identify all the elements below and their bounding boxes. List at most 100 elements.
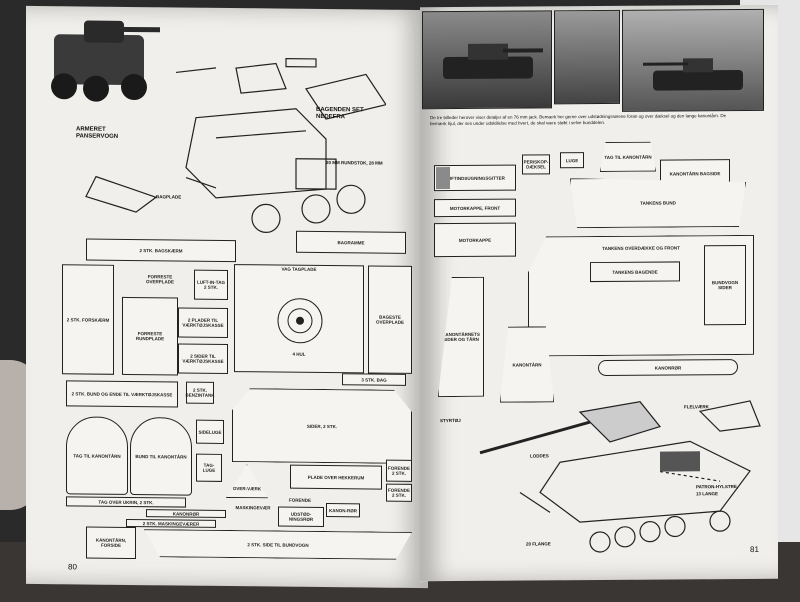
part-label: FORENDE 2 STK. [388,465,411,476]
label-patronhylster: PATRON-HYLSTRE, 13 LANGE [696,484,739,497]
part-label: MOTORKAPPE, FRONT [449,205,501,211]
part-label: UDSTØD-NINGSRØR [288,511,314,522]
exploded-view-illustration [85,58,386,234]
part-overvaerk: OVER-VÆRK [226,464,268,498]
part-label: PERISKOP-DÆKSEL [523,159,549,170]
part-label: KANONRØR [654,364,682,371]
part-tag-over-ukrin: TAG OVER UKRIN, 2 STK. [66,496,186,508]
part-maskingevaer: 2 STK. MASKINGEVÆRER [126,518,216,528]
shaded-area [436,167,450,190]
part-label: 3 STK. BAG [361,376,387,383]
part-label: 4 HUL [292,351,306,357]
part-label: TANKENS BUND [640,199,676,206]
part-label: KANONRØR [172,510,200,517]
part-label: TANKENS BAGENDE [612,269,658,275]
part-udstoedning: UDSTØD-NINGSRØR [278,506,324,528]
part-label: KANONTÅRNETS SIDER OG TÅRN [442,331,480,343]
caption-wheels: 20 MM RUNDSTOK, 28 MM [326,160,383,166]
label-flelvaerk: FLELVÆRK [684,404,709,410]
part-forskaerm: 2 STK. FORSKÆRM [62,264,114,375]
part-label: FORENDE 2 STK. [388,487,411,498]
part-maskingevaer-2: MASKINGEVÆR [228,502,278,513]
part-plade-bagende: PLADE OVER HEKKERUM [290,464,382,490]
part-label: 2 STK. BUND OG ENDE TIL VÆRKTØJSKASSE [71,390,173,397]
part-label: PLADE OVER HEKKERUM [307,474,365,480]
part-tanken-bagende: TANKENS BAGENDE [590,261,680,283]
part-kanonrost: KANON-RØR [326,503,360,518]
part-label: SIDELUGE [198,429,222,435]
part-label: KANONTÅRN [512,361,542,368]
part-label: TAG-LUGE [202,462,216,473]
part-kanontaarn-side: KANONTÅRNETS SIDER OG TÅRN [438,277,484,397]
part-bagplade: 3 STK. BAG [342,373,406,386]
tank-photo-icon [643,58,743,91]
part-tagluge: TAG-LUGE [196,453,222,482]
tagplade-hole-diagram [277,298,323,344]
part-kanontaarn-forside: KANONTÅRN, FORSIDE [86,526,136,560]
part-forreste-rundplade: FORRESTE RUNDPLADE [122,296,178,376]
exploded-tank-illustration [479,400,761,553]
part-kanonroer: KANONRØR [146,509,226,518]
part-motorkappe-front: MOTORKAPPE, FRONT [434,198,516,218]
part-sider: SIDER, 2 STK. [232,388,412,464]
part-kanonroer: KANONRØR [598,359,738,377]
part-forende: FORENDE 2 STK. [386,459,412,482]
armored-car-illustration [51,20,160,102]
part-label: FORRESTE OVERPLADE [145,274,174,285]
photo-tank-model-3 [622,8,764,112]
part-label: FORRESTE RUNDPLADE [135,331,165,342]
part-forende-3: FORENDE [280,495,320,505]
part-label: 2 STK. MASKINGEVÆRER [142,520,200,527]
part-label: 2 PLADER TIL VÆRKTØJSKASSE [182,317,224,328]
part-label: BAGESTE OVERPLADE [375,314,404,325]
part-label: OVER-VÆRK [232,485,262,491]
part-bagskaerm: 2 STK. BAGSKÆRM [86,238,236,263]
part-benzintank: 2 STK. BENZINTANK [186,381,214,404]
part-forreste-overplade: FORRESTE OVERPLADE [134,265,186,294]
part-label: LUFT-IN-TAG 2 STK. [197,279,225,290]
label-flange: 20 FLANGE [526,541,551,547]
part-label: BAGRAMME [337,239,365,245]
part-label: 2 STK. BAGSKÆRM [139,247,183,254]
part-tanken-bund: TANKENS BUND [570,177,746,228]
intro-paragraph: De tre billeder herover viser detaljer a… [430,113,727,127]
part-label: BUNDVOGN SIDER [711,280,739,291]
page-number-right: 81 [750,544,759,554]
part-label: TAG TIL KANONTÅRN [604,154,652,160]
part-tagplade: VAG TAGPLADE 4 HUL [234,264,364,374]
part-bund-ender: 2 STK. BUND OG ENDE TIL VÆRKTØJSKASSE [66,380,178,408]
part-label: 2 STK. FORSKÆRM [66,316,110,323]
part-label: MOTORKAPPE [458,237,492,243]
part-tag-kanontaarn: TAG TIL KANONTÅRN [600,142,656,172]
part-bundvogn-sider: BUNDVOGN SIDER [704,244,746,326]
photo-tank-model-2 [554,9,620,105]
part-label: FORENDE [288,497,311,503]
part-plader-vaerktoejskasse: 2 PLADER TIL VÆRKTØJSKASSE [178,307,228,339]
label-styrtoer: STYRTØJ [440,417,461,424]
part-label: BUND TIL KANONTÅRN [135,453,187,460]
part-luge: LUGE [560,152,584,169]
part-label: LUGE [565,157,579,163]
part-label: LUFTINDSUGNINGSGITTER [445,175,505,181]
part-label: TAG OVER UKRIN, 2 STK. [98,499,154,505]
part-label: VAG TAGPLADE [281,266,317,272]
caption-rear-plate: BAGPLADE [156,194,182,200]
part-label: TANKENS OVERDÆKKE OG FRONT [602,245,680,251]
tank-photo-icon [443,43,543,80]
part-label: KANONTÅRN BAGSIDE [669,170,721,177]
part-bageste-overplade: BAGESTE OVERPLADE [368,265,412,374]
part-label: TAG TIL KANONTÅRN [73,452,121,459]
part-label: KANONTÅRN, FORSIDE [95,537,127,548]
right-page: De tre billeder herover viser detaljer a… [420,4,778,582]
part-sider-bund: 2 STK. SIDE TIL BUNDVOGN [144,529,412,560]
part-label: 2 STK. SIDE TIL BUNDVOGN [247,541,309,548]
part-bagramme: BAGRAMME [296,230,406,254]
part-sideluge: SIDELUGE [196,419,224,444]
part-tag-kanontaarn: TAG TIL KANONTÅRN [66,416,128,495]
part-bund-kanontaarn: BUND TIL KANONTÅRN [130,416,192,496]
part-label: MASKINGEVÆR [235,504,271,510]
part-forende-2: FORENDE 2 STK. [386,483,412,502]
photo-tank-model-1 [422,10,552,110]
caption-underside: BAGENDEN SET NEDEFRA [316,106,364,121]
part-label: SIDER, 2 STK. [306,423,338,429]
